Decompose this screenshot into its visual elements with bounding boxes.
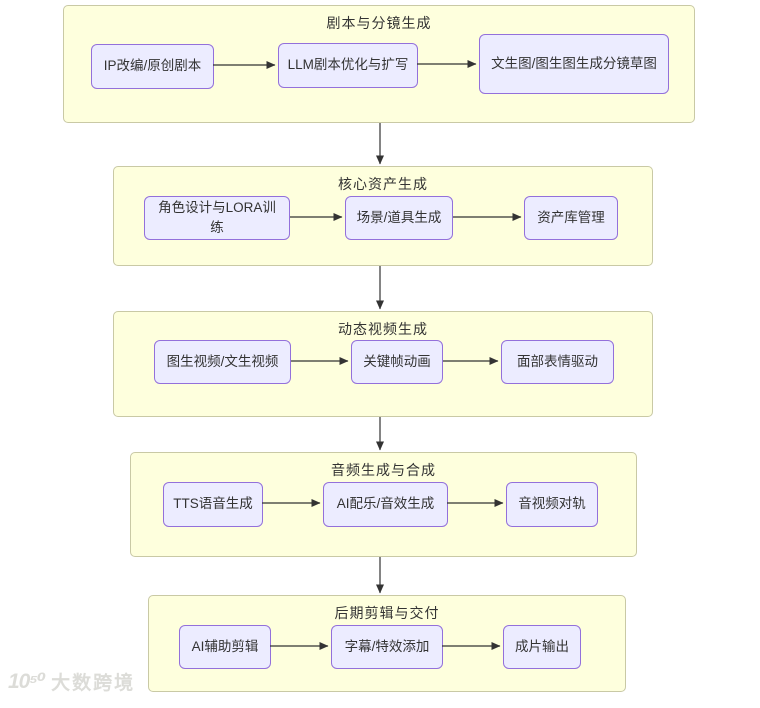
flow-node: 字幕/特效添加 xyxy=(331,625,443,669)
section-dynamic-video: 动态视频生成 图生视频/文生视频 关键帧动画 面部表情驱动 xyxy=(113,311,653,417)
watermark-logo-icon: 10⁵⁰ xyxy=(8,670,46,693)
flow-node: TTS语音生成 xyxy=(163,482,263,527)
section-post-editing: 后期剪辑与交付 AI辅助剪辑 字幕/特效添加 成片输出 xyxy=(148,595,626,692)
flow-node: IP改编/原创剧本 xyxy=(91,44,214,89)
section-title: 动态视频生成 xyxy=(338,321,428,337)
section-core-assets: 核心资产生成 角色设计与LORA训练 场景/道具生成 资产库管理 xyxy=(113,166,653,266)
flow-node: 图生视频/文生视频 xyxy=(154,340,291,384)
watermark-text: 大数跨境 xyxy=(51,673,136,694)
flow-node: 面部表情驱动 xyxy=(501,340,614,384)
section-title: 后期剪辑与交付 xyxy=(334,605,440,621)
section-title: 剧本与分镜生成 xyxy=(326,15,432,31)
flow-node: 关键帧动画 xyxy=(351,340,443,384)
flow-node: AI辅助剪辑 xyxy=(179,625,271,669)
flow-node: 文生图/图生图生成分镜草图 xyxy=(479,34,669,94)
section-title: 核心资产生成 xyxy=(338,176,428,192)
watermark: 10⁵⁰ 大数跨境 xyxy=(8,668,135,695)
flow-node: 音视频对轨 xyxy=(506,482,598,527)
flow-node: AI配乐/音效生成 xyxy=(323,482,448,527)
flow-node: 资产库管理 xyxy=(524,196,618,240)
flow-node: 角色设计与LORA训练 xyxy=(144,196,290,240)
section-audio: 音频生成与合成 TTS语音生成 AI配乐/音效生成 音视频对轨 xyxy=(130,452,637,557)
section-title: 音频生成与合成 xyxy=(331,462,436,478)
flow-node: 场景/道具生成 xyxy=(345,196,453,240)
section-script-storyboard: 剧本与分镜生成 IP改编/原创剧本 LLM剧本优化与扩写 文生图/图生图生成分镜… xyxy=(63,5,695,123)
flow-node: 成片输出 xyxy=(503,625,581,669)
flow-node: LLM剧本优化与扩写 xyxy=(278,43,418,88)
